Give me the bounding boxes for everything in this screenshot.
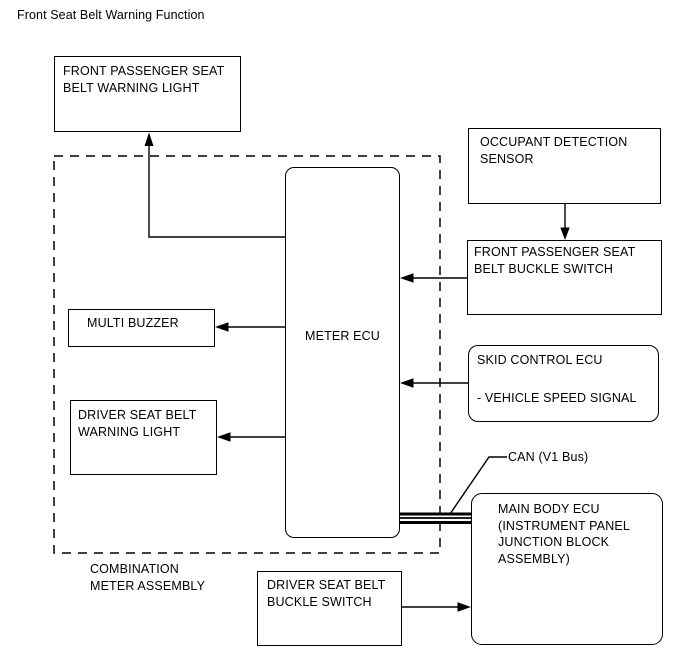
- node-main-body-ecu: MAIN BODY ECU (INSTRUMENT PANEL JUNCTION…: [471, 493, 663, 645]
- arrow-meter-to-fp-warning-light: [144, 132, 285, 238]
- node-label: OCCUPANT DETECTION SENSOR: [480, 135, 628, 166]
- node-label: MULTI BUZZER: [87, 316, 179, 330]
- arrow-occupant-sensor-to-fp-buckle-switch: [560, 204, 570, 240]
- node-front-passenger-seat-belt-warning-light: FRONT PASSENGER SEAT BELT WARNING LIGHT: [54, 56, 241, 132]
- can-bus-triple-line: [399, 512, 471, 524]
- node-occupant-detection-sensor: OCCUPANT DETECTION SENSOR: [468, 128, 661, 204]
- node-driver-seat-belt-warning-light: DRIVER SEAT BELT WARNING LIGHT: [70, 400, 217, 475]
- node-label: SKID CONTROL ECU: [477, 353, 603, 367]
- arrow-driver-buckle-switch-to-main-body: [402, 602, 471, 612]
- arrow-meter-to-multi-buzzer: [215, 322, 285, 332]
- can-bus-label: CAN (V1 Bus): [508, 450, 589, 464]
- node-label: DRIVER SEAT BELT BUCKLE SWITCH: [267, 578, 386, 609]
- node-label: MAIN BODY ECU (INSTRUMENT PANEL JUNCTION…: [498, 502, 630, 566]
- node-label: FRONT PASSENGER SEAT BELT WARNING LIGHT: [63, 64, 225, 95]
- node-skid-control-ecu: SKID CONTROL ECU - VEHICLE SPEED SIGNAL: [468, 345, 659, 422]
- node-driver-seat-belt-buckle-switch: DRIVER SEAT BELT BUCKLE SWITCH: [257, 571, 402, 646]
- node-multi-buzzer: MULTI BUZZER: [68, 309, 215, 347]
- vehicle-speed-signal-label: - VEHICLE SPEED SIGNAL: [477, 390, 637, 405]
- node-label: DRIVER SEAT BELT WARNING LIGHT: [78, 408, 197, 439]
- arrow-meter-to-driver-warning-light: [217, 432, 285, 442]
- diagram-title: Front Seat Belt Warning Function: [17, 8, 205, 22]
- arrow-fp-buckle-switch-to-meter: [400, 273, 467, 283]
- node-label: FRONT PASSENGER SEAT BELT BUCKLE SWITCH: [474, 245, 636, 276]
- node-label: METER ECU: [305, 329, 380, 343]
- combination-meter-assembly-label: COMBINATION METER ASSEMBLY: [90, 562, 206, 593]
- node-meter-ecu: METER ECU: [285, 167, 400, 538]
- node-front-passenger-seat-belt-buckle-switch: FRONT PASSENGER SEAT BELT BUCKLE SWITCH: [467, 240, 662, 315]
- arrow-skid-control-to-meter: [400, 378, 468, 388]
